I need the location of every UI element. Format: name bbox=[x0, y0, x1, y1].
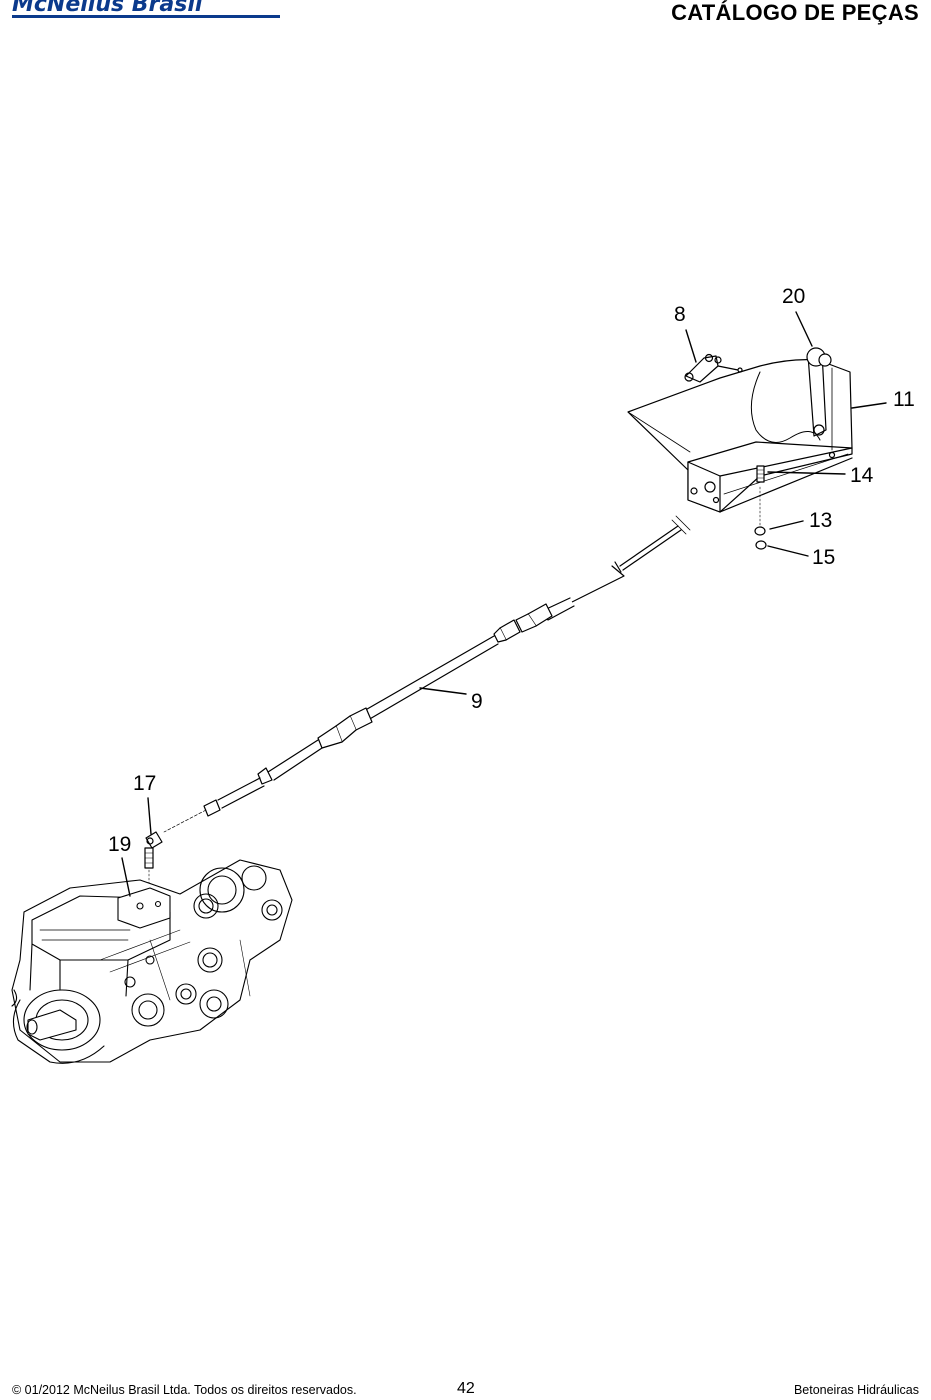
brand-logo: McNeilus Brasil bbox=[12, 0, 282, 22]
page-number: 42 bbox=[457, 1380, 475, 1397]
callout-11: 11 bbox=[893, 388, 915, 411]
footer-section: Betoneiras Hidráulicas bbox=[793, 1383, 919, 1397]
leader-lines bbox=[121, 311, 887, 897]
callout-19: 19 bbox=[108, 833, 131, 856]
footer-copyright: © 01/2012 McNeilus Brasil Ltda. Todos os… bbox=[12, 1383, 357, 1397]
callout-15: 15 bbox=[812, 546, 835, 569]
clevis-part bbox=[684, 353, 743, 383]
callout-9: 9 bbox=[471, 690, 483, 713]
callout-17: 17 bbox=[133, 772, 156, 795]
ball-joint-17 bbox=[145, 831, 163, 849]
logo-underline bbox=[12, 15, 280, 18]
nut-15 bbox=[755, 540, 767, 550]
control-cable bbox=[163, 515, 691, 833]
callout-8: 8 bbox=[674, 303, 686, 326]
callout-14: 14 bbox=[850, 464, 874, 487]
page-title: CATÁLOGO DE PEÇAS bbox=[671, 0, 919, 25]
lever-handle bbox=[806, 347, 832, 437]
washer-13 bbox=[754, 526, 766, 536]
lever-bracket bbox=[627, 359, 853, 513]
logo-text: McNeilus Brasil bbox=[12, 0, 203, 17]
bolt-14 bbox=[756, 465, 765, 483]
callout-13: 13 bbox=[809, 509, 832, 532]
hydraulic-pump bbox=[11, 859, 293, 1064]
callout-20: 20 bbox=[782, 285, 805, 308]
